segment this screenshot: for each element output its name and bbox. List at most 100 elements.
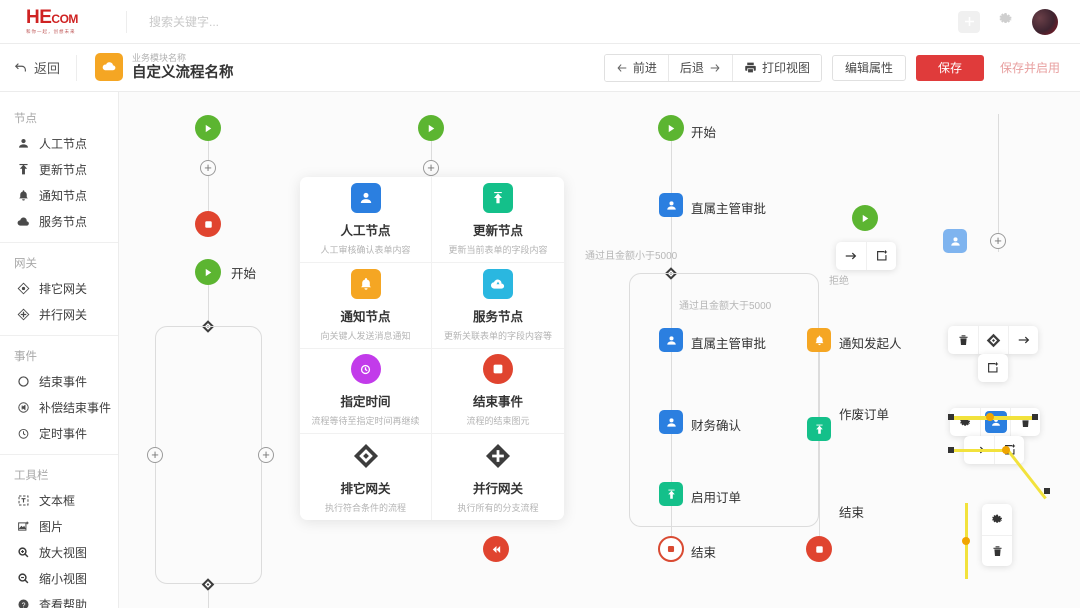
flow-node-notify[interactable]	[807, 328, 831, 352]
forward-button[interactable]: 前进	[604, 54, 668, 81]
edge-handle-mid[interactable]	[1002, 446, 1010, 454]
sidebar-item-zoom-out[interactable]: 缩小视图	[0, 565, 118, 591]
node-quick-toolbar-3[interactable]	[950, 408, 1040, 436]
connector-line[interactable]	[819, 441, 820, 536]
connector-line[interactable]	[819, 352, 820, 417]
node-quick-toolbar-2b[interactable]	[978, 354, 1008, 382]
edge-handle-end[interactable]	[1032, 414, 1038, 420]
print-view-button[interactable]: 打印视图	[731, 54, 821, 81]
flow-canvas[interactable]: + 开始 + + + 开始 直属主管审批 通过且	[119, 92, 1080, 608]
edge-handle-mid[interactable]	[986, 413, 994, 421]
parallel-gateway-bottom[interactable]	[201, 577, 215, 591]
flow-end-node-left[interactable]	[658, 536, 684, 562]
start-node-a[interactable]	[195, 115, 221, 141]
connector-line[interactable]	[208, 135, 209, 227]
backward-button[interactable]: 后退	[667, 54, 732, 81]
sidebar-item-update-node[interactable]: 更新节点	[0, 156, 118, 182]
add-node-button[interactable]	[866, 242, 896, 270]
connect-button[interactable]	[1008, 326, 1038, 354]
edge-handle-end[interactable]	[1044, 488, 1050, 494]
start-node-b[interactable]: 开始	[195, 259, 256, 285]
avatar[interactable]	[1032, 8, 1058, 35]
flow-node-void-order[interactable]	[807, 417, 831, 441]
sidebar-item-service-node[interactable]: 服务节点	[0, 208, 118, 234]
gateway-button[interactable]	[978, 326, 1008, 354]
search-input[interactable]: 搜索关键字...	[149, 15, 220, 29]
connector-line[interactable]	[431, 135, 432, 163]
sidebar-item-parallel-gateway[interactable]: 并行网关	[0, 301, 118, 327]
palette-item-end-event[interactable]: 结束事件 流程的结束图元	[432, 349, 564, 435]
connector-line[interactable]	[671, 352, 672, 412]
sidebar-item-textbox[interactable]: 文本框	[0, 487, 118, 513]
branch-path[interactable]	[629, 273, 819, 527]
add-branch-left-button[interactable]: +	[147, 447, 163, 463]
demo-connector-line[interactable]	[998, 114, 999, 252]
palette-item-service-node[interactable]: 服务节点 更新关联表单的字段内容等	[432, 263, 564, 349]
save-and-enable-button[interactable]: 保存并启用	[994, 59, 1066, 76]
sidebar-item-exclusive-gateway[interactable]: 排它网关	[0, 275, 118, 301]
delete-button[interactable]	[1010, 408, 1040, 436]
insert-node-button[interactable]: +	[990, 233, 1006, 249]
palette-item-user-node[interactable]: 人工节点 人工审核确认表单内容	[300, 177, 432, 263]
palette-item-parallel-gateway[interactable]: 并行网关 执行所有的分支流程	[432, 434, 564, 520]
sidebar-item-timer-event[interactable]: 定时事件	[0, 420, 118, 446]
add-node-button[interactable]	[978, 354, 1008, 382]
add-node-button[interactable]: +	[423, 160, 439, 176]
node-quick-toolbar-2[interactable]	[948, 326, 1038, 354]
edge-handle-start[interactable]	[948, 414, 954, 420]
start-node-c[interactable]	[418, 115, 444, 141]
connector-line[interactable]	[671, 506, 672, 550]
sidebar-item-image[interactable]: 图片	[0, 513, 118, 539]
selected-edge-bent-part1[interactable]	[951, 449, 1009, 452]
connector-line[interactable]	[671, 141, 672, 193]
edge-quick-toolbar[interactable]	[982, 504, 1012, 566]
connector-line[interactable]	[208, 285, 209, 326]
connector-line[interactable]	[671, 217, 672, 274]
flow-node-finance[interactable]	[659, 410, 683, 434]
page-title[interactable]: 自定义流程名称	[132, 64, 234, 81]
demo-start-node[interactable]	[852, 205, 878, 231]
node-type-palette[interactable]: 人工节点 人工审核确认表单内容 更新节点 更新当前表单的字段内容 通知节点 向关…	[300, 177, 564, 520]
add-branch-right-button[interactable]: +	[258, 447, 274, 463]
edit-properties-button[interactable]: 编辑属性	[831, 54, 906, 81]
parallel-branch-path[interactable]	[155, 326, 262, 584]
sidebar-item-end-event[interactable]: 结束事件	[0, 368, 118, 394]
flow-end-node-right[interactable]	[806, 536, 832, 562]
settings-button[interactable]	[982, 504, 1012, 535]
connector-line[interactable]	[671, 280, 672, 330]
flow-node-enable-order[interactable]	[659, 482, 683, 506]
connector-line[interactable]	[671, 434, 672, 484]
save-button[interactable]: 保存	[915, 54, 984, 81]
app-logo[interactable]: HECOM 和你一起，创想未来	[0, 8, 120, 35]
palette-item-notify-node[interactable]: 通知节点 向关键人发送消息通知	[300, 262, 432, 349]
palette-item-timer[interactable]: 指定时间 流程等待至指定时间再继续	[300, 348, 432, 435]
edge-handle-mid[interactable]	[962, 537, 970, 545]
palette-item-update-node[interactable]: 更新节点 更新当前表单的字段内容	[432, 177, 564, 263]
forward-label: 前进	[632, 61, 657, 75]
settings-button[interactable]	[950, 408, 980, 436]
delete-button[interactable]	[982, 535, 1012, 566]
flow-start-node[interactable]	[658, 115, 684, 141]
node-quick-toolbar-1[interactable]	[836, 242, 896, 270]
back-button[interactable]: 返回	[0, 58, 60, 77]
sidebar-item-compensate-end-event[interactable]: 补偿结束事件	[0, 394, 118, 420]
selected-edge-bent-part2[interactable]	[1005, 447, 1047, 500]
end-node-a[interactable]	[195, 211, 221, 237]
flow-node-approve-1[interactable]	[659, 193, 683, 217]
flow-node-approve-2[interactable]	[659, 328, 683, 352]
connector-line[interactable]	[208, 591, 209, 608]
sidebar-item-help[interactable]: ? 查看帮助	[0, 591, 118, 608]
demo-user-node[interactable]	[943, 229, 967, 253]
palette-item-exclusive-gateway[interactable]: 排它网关 执行符合条件的流程	[300, 434, 432, 520]
delete-button[interactable]	[948, 326, 978, 354]
sidebar-item-notify-node[interactable]: 通知节点	[0, 182, 118, 208]
connect-button[interactable]	[836, 242, 866, 270]
settings-button[interactable]	[998, 11, 1014, 32]
rewind-button[interactable]	[483, 536, 509, 562]
sidebar-item-zoom-in[interactable]: 放大视图	[0, 539, 118, 565]
add-button[interactable]	[958, 10, 980, 33]
sidebar-item-user-node[interactable]: 人工节点	[0, 130, 118, 156]
selected-user-node-button[interactable]	[980, 408, 1010, 436]
edge-handle-start[interactable]	[948, 447, 954, 453]
add-node-button[interactable]: +	[200, 160, 216, 176]
